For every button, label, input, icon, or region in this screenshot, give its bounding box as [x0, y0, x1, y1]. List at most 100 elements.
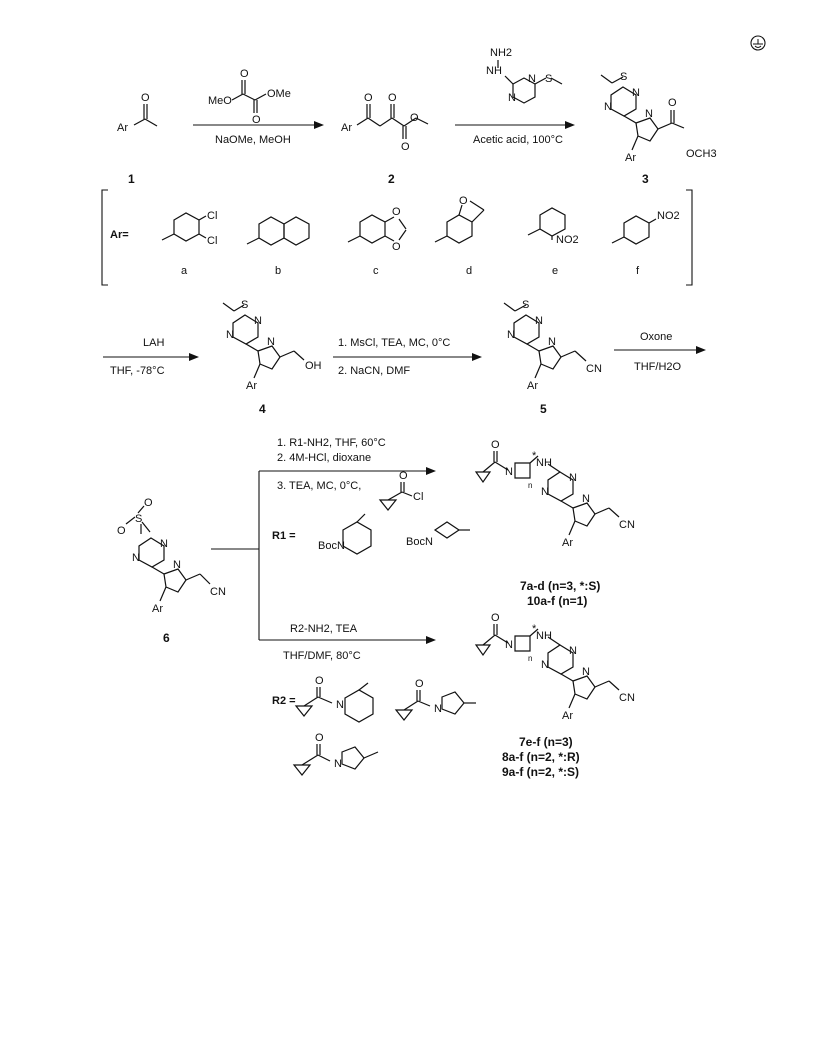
compound-label-7e-f: 7e-f (n=3) [519, 735, 573, 749]
compound-label-9a-f: 9a-f (n=2, *:S) [502, 765, 579, 779]
compound-label-7a-d: 7a-d (n=3, *:S) [520, 579, 600, 593]
r2-acyl-piperidine: O N [294, 675, 374, 723]
arrow-step-2 [455, 121, 575, 129]
arrow-step-4 [333, 353, 482, 361]
compound-label-5: 5 [540, 402, 547, 416]
r2-acyl-pyrrolidine-3s: O N [292, 732, 379, 776]
compound-label-3: 3 [642, 172, 649, 186]
reagent-step-5-below: THF/H2O [634, 361, 682, 373]
compound-label-6: 6 [163, 631, 170, 645]
reagent-step-3-below: THF, -78°C [110, 365, 165, 377]
ar-definition-label: Ar= [110, 229, 129, 241]
atom-oh: OH [305, 360, 322, 372]
atom-ar: Ar [562, 537, 573, 549]
compound-6-structure: S O O N N N CN Ar [117, 497, 226, 615]
atom-o: O [410, 112, 419, 124]
reagent-step-7-below: THF/DMF, 80°C [283, 650, 361, 662]
r2-acyl-pyrrolidine-3r: O N [394, 678, 476, 721]
atom-n: N [604, 101, 612, 113]
reagent-step-3-above: LAH [143, 337, 164, 349]
atom-o: O [240, 68, 249, 80]
ar-letter-e: e [552, 265, 558, 277]
atom-o: O [117, 525, 126, 537]
atom-o: O [491, 439, 500, 451]
atom-o: O [252, 114, 261, 126]
atom-n: N [336, 699, 344, 711]
reagent-step-7-above: R2-NH2, TEA [290, 623, 358, 635]
stereo-star: * [532, 450, 537, 462]
r1-boc-azetidine: BocN [406, 521, 470, 548]
atom-o: O [399, 470, 408, 482]
reagent-step-6-line1: 1. R1-NH2, THF, 60°C [277, 437, 386, 449]
atom-s: S [545, 73, 552, 85]
atom-bocn: BocN [318, 540, 345, 552]
atom-n: N [582, 666, 590, 678]
reagent-step-1: NaOMe, MeOH [215, 134, 291, 146]
atom-n: N [226, 329, 234, 341]
stereo-star: * [532, 623, 537, 635]
atom-s: S [522, 299, 529, 311]
atom-n: N [505, 639, 513, 651]
atom-o: O [401, 141, 410, 153]
atom-nh: NH [536, 457, 552, 469]
atom-cn: CN [586, 363, 602, 375]
compound-2-structure: O O O O Ar [341, 92, 429, 153]
dimethyl-oxalate-structure: O O MeO OMe [208, 68, 291, 126]
atom-n: N [160, 538, 168, 550]
atom-o: O [392, 206, 401, 218]
atom-o: O [364, 92, 373, 104]
atom-nh: NH [536, 630, 552, 642]
atom-o: O [388, 92, 397, 104]
atom-n: N [582, 493, 590, 505]
atom-n: N [334, 758, 342, 770]
r1-boc-piperidine: BocN [318, 513, 372, 555]
atom-n: N [541, 486, 549, 498]
compound-label-8a-f: 8a-f (n=2, *:R) [502, 750, 580, 764]
product-7a-10-structure: O N NH * n N N N CN Ar [474, 439, 635, 549]
atom-nh: NH [486, 65, 502, 77]
atom-n: N [267, 336, 275, 348]
atom-n: N [507, 329, 515, 341]
atom-meo: MeO [208, 95, 232, 107]
atom-ar: Ar [152, 603, 163, 615]
ar-entry-f: NO2 f [611, 210, 680, 277]
atom-n: N [505, 466, 513, 478]
compound-label-2: 2 [388, 172, 395, 186]
atom-s: S [620, 71, 627, 83]
arrow-step-5 [614, 346, 706, 354]
atom-no2: NO2 [657, 210, 680, 222]
atom-o: O [315, 732, 324, 744]
atom-no2: NO2 [556, 234, 579, 246]
compound-4-structure: S N N N OH Ar [222, 299, 322, 392]
atom-o: O [141, 92, 150, 104]
product-7e-8-9-structure: O N NH * n N N N CN Ar [474, 612, 635, 722]
atom-ome: OMe [267, 88, 291, 100]
cyclopropanecarbonyl-chloride-structure: O Cl [378, 470, 423, 511]
atom-bocn: BocN [406, 536, 433, 548]
atom-och3: OCH3 [686, 148, 717, 160]
atom-ar: Ar [117, 122, 128, 134]
atom-n: N [632, 87, 640, 99]
arrow-step-3 [103, 353, 199, 361]
atom-ar: Ar [246, 380, 257, 392]
atom-cl: Cl [207, 210, 217, 222]
atom-ar: Ar [341, 122, 352, 134]
atom-n: N [528, 73, 536, 85]
ar-letter-a: a [181, 265, 188, 277]
atom-ar: Ar [527, 380, 538, 392]
atom-o: O [668, 97, 677, 109]
ar-letter-c: c [373, 265, 379, 277]
atom-o: O [392, 241, 401, 253]
ring-size-n: n [528, 481, 532, 490]
arrow-step-1 [193, 121, 324, 129]
ar-table-brackets [101, 189, 693, 286]
atom-n: N [541, 659, 549, 671]
atom-n: N [173, 559, 181, 571]
atom-cl: Cl [413, 491, 423, 503]
compound-label-4: 4 [259, 402, 266, 416]
ar-letter-b: b [275, 265, 281, 277]
compound-5-structure: S N N N CN Ar [503, 299, 602, 392]
atom-cl: Cl [207, 235, 217, 247]
atom-n: N [132, 552, 140, 564]
